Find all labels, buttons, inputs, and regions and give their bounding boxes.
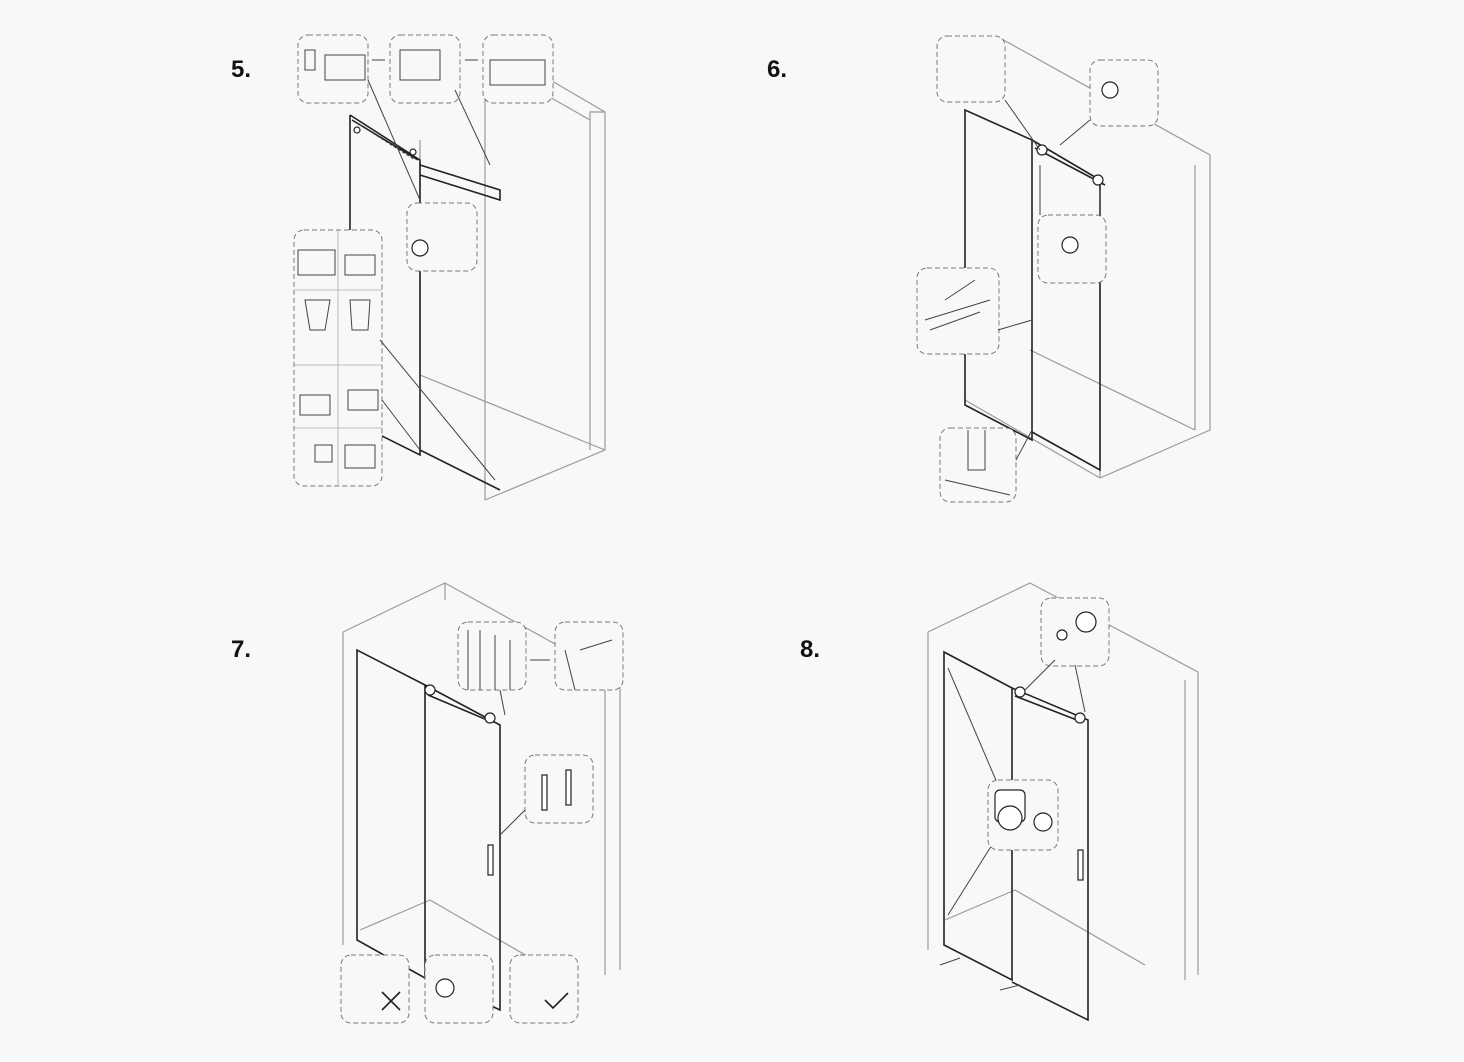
step-6-label: 6.: [767, 56, 788, 83]
step-7-diagram: [340, 582, 624, 1024]
step-8-diagram: [927, 582, 1199, 1022]
step-7-label: 7.: [231, 636, 252, 663]
step-8-label: 8.: [800, 636, 821, 663]
step-5-label: 5.: [231, 56, 252, 83]
step-5-diagram: [293, 34, 606, 501]
step-6-diagram: [916, 35, 1211, 503]
